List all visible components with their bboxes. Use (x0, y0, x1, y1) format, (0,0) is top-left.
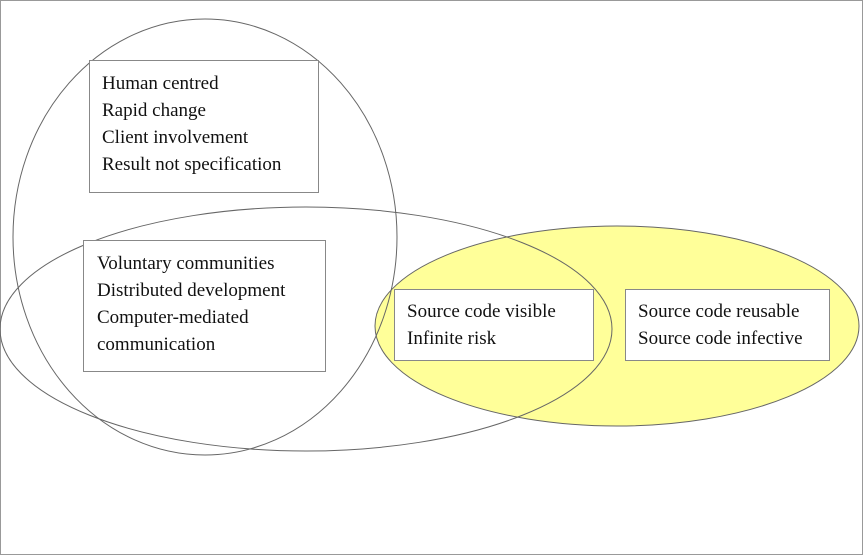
visible-line-1: Source code visible (407, 301, 556, 322)
community-box: Voluntary communities Distributed develo… (83, 240, 326, 372)
reusable-line-1: Source code reusable (638, 301, 800, 322)
reusable-box: Source code reusable Source code infecti… (625, 289, 830, 361)
ellipse-bottom (0, 206, 613, 452)
community-line-1: Voluntary communities (97, 253, 275, 274)
agile-line-2: Rapid change (102, 100, 206, 121)
agile-box: Human centred Rapid change Client involv… (89, 60, 319, 193)
agile-line-3: Client involvement (102, 127, 249, 148)
reusable-line-2: Source code infective (638, 328, 803, 349)
agile-line-1: Human centred (102, 73, 219, 94)
yellow-ellipse (374, 225, 860, 427)
circle-top-left (12, 18, 398, 456)
community-line-2: Distributed development (97, 280, 286, 301)
agile-line-4: Result not specification (102, 154, 282, 175)
community-line-4: communication (97, 334, 216, 355)
visible-line-2: Infinite risk (407, 328, 497, 349)
visible-box: Source code visible Infinite risk (394, 289, 594, 361)
community-line-3: Computer-mediated (97, 307, 249, 328)
